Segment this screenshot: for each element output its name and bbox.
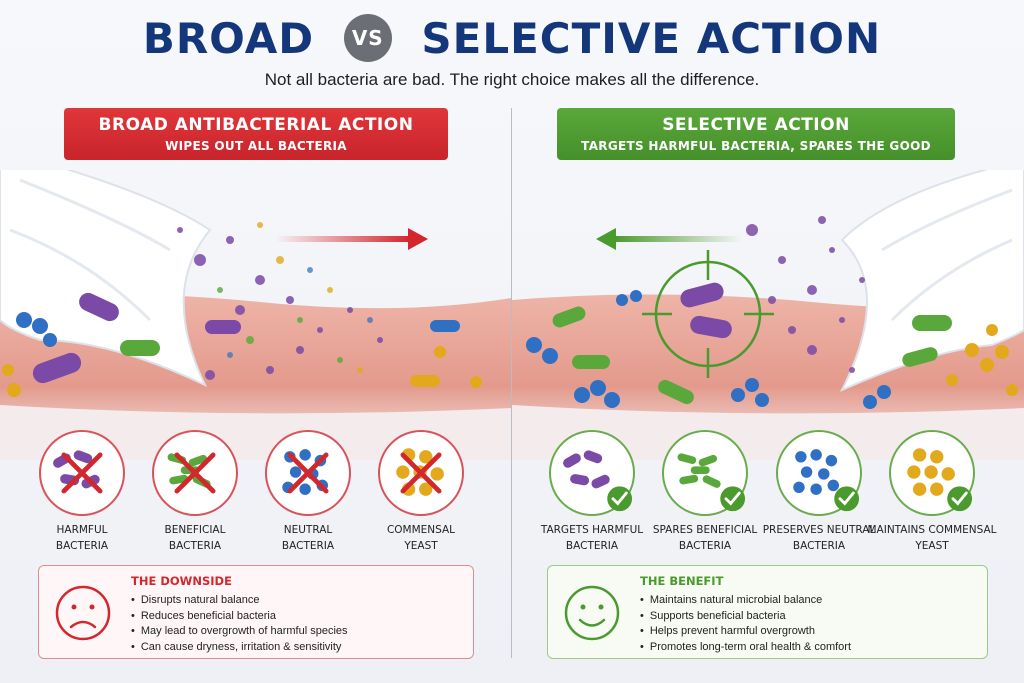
vs-badge: VS <box>343 13 392 62</box>
downside-heading: THE DOWNSIDE <box>131 574 232 588</box>
green-check-icon <box>947 486 973 512</box>
badge-spares-beneficial <box>662 430 748 516</box>
selective-banner-subtitle: TARGETS HARMFUL BACTERIA, SPARES THE GOO… <box>581 139 931 153</box>
red-x-icon <box>61 452 103 494</box>
benefit-list: Maintains natural microbial balance Supp… <box>640 593 851 655</box>
broad-banner-title: BROAD ANTIBACTERIAL ACTION <box>98 115 414 135</box>
benefit-box: THE BENEFIT Maintains natural microbial … <box>547 565 988 659</box>
green-check-icon <box>607 486 633 512</box>
downside-box: THE DOWNSIDE Disrupts natural balance Re… <box>38 565 474 659</box>
selective-action-illustration <box>512 170 1024 460</box>
benefit-heading: THE BENEFIT <box>640 574 724 588</box>
arrow-left-icon <box>596 228 742 250</box>
happy-face-icon <box>564 585 620 641</box>
commensal-yeast-cluster-icon <box>907 448 955 496</box>
downside-list: Disrupts natural balance Reduces benefic… <box>131 593 348 655</box>
arrow-right-icon <box>275 228 428 250</box>
badge-neutral-bacteria <box>265 430 351 516</box>
green-check-icon <box>720 486 746 512</box>
red-x-icon <box>174 452 216 494</box>
harmful-bacteria-cluster-icon <box>563 450 610 489</box>
title-broad: BROAD <box>142 14 315 63</box>
title-selective: SELECTIVE ACTION <box>421 14 882 63</box>
list-item: May lead to overgrowth of harmful specie… <box>131 624 348 640</box>
selective-action-banner: SELECTIVE ACTION TARGETS HARMFUL BACTERI… <box>557 108 955 160</box>
page-title: BROAD VS SELECTIVE ACTION <box>0 13 1024 66</box>
broad-action-illustration <box>0 170 511 460</box>
badge-preserves-neutral <box>776 430 862 516</box>
neutral-bacteria-cluster-icon <box>793 449 840 495</box>
badge-targets-harmful <box>549 430 635 516</box>
center-divider <box>511 108 512 658</box>
red-x-icon <box>400 452 442 494</box>
list-item: Disrupts natural balance <box>131 593 348 609</box>
green-check-icon <box>834 486 860 512</box>
crosshair-icon <box>642 250 774 378</box>
sad-face-icon <box>55 585 111 641</box>
red-x-icon <box>287 452 329 494</box>
list-item: Promotes long-term oral health & comfort <box>640 640 851 656</box>
selective-banner-title: SELECTIVE ACTION <box>662 115 850 135</box>
page-subtitle: Not all bacteria are bad. The right choi… <box>264 70 760 89</box>
list-item: Supports beneficial bacteria <box>640 609 851 625</box>
badge-harmful-bacteria <box>39 430 125 516</box>
beneficial-bacteria-cluster-icon <box>677 453 721 488</box>
badge-beneficial-bacteria <box>152 430 238 516</box>
list-item: Helps prevent harmful overgrowth <box>640 624 851 640</box>
list-item: Maintains natural microbial balance <box>640 593 851 609</box>
list-item: Reduces beneficial bacteria <box>131 609 348 625</box>
broad-banner-subtitle: WIPES OUT ALL BACTERIA <box>165 139 347 153</box>
badge-commensal-yeast <box>378 430 464 516</box>
list-item: Can cause dryness, irritation & sensitiv… <box>131 640 348 656</box>
badge-maintains-commensal <box>889 430 975 516</box>
broad-action-banner: BROAD ANTIBACTERIAL ACTION WIPES OUT ALL… <box>64 108 448 160</box>
